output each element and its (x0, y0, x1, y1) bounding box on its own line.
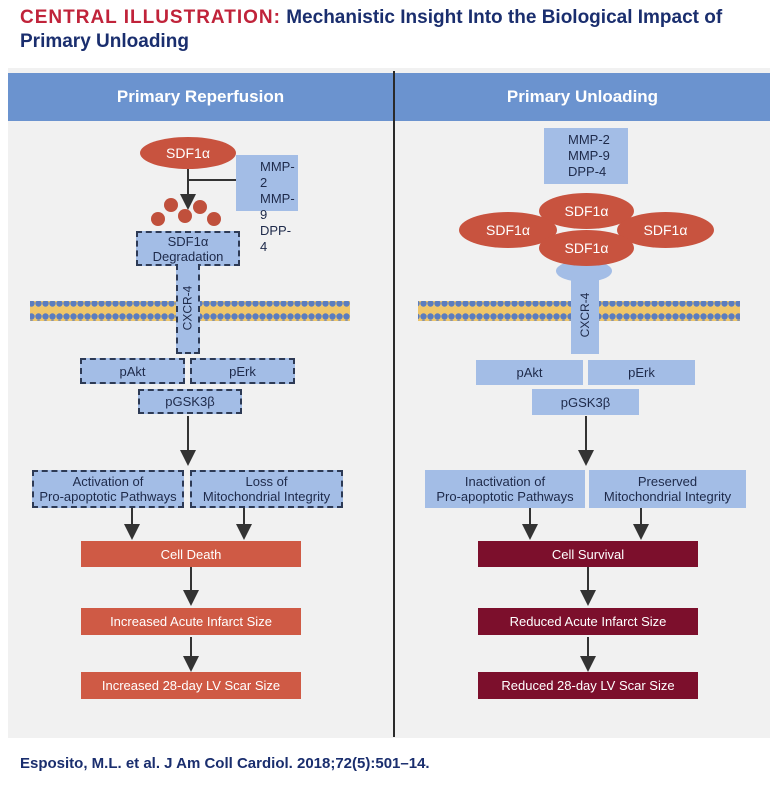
right-perk: pErk (588, 360, 695, 385)
sdf1a-fragment (193, 200, 207, 214)
degradation-line-2: Degradation (152, 248, 224, 264)
pathway-line-2: Pro-apoptotic Pathways (39, 489, 177, 504)
pathway-line-2: Pro-apoptotic Pathways (436, 489, 574, 504)
left-outcome-cell-death: Cell Death (81, 541, 301, 567)
right-outcome-infarct-size: Reduced Acute Infarct Size (478, 608, 698, 635)
mmp-label: MMP-9 (568, 148, 610, 163)
right-pathway-apoptotic: Inactivation of Pro-apoptotic Pathways (425, 470, 585, 508)
right-pakt: pAkt (476, 360, 583, 385)
pathway-line-1: Preserved (637, 474, 698, 489)
header-title: Mechanistic Insight Into the Biological … (20, 7, 723, 52)
sdf1a-fragment (151, 212, 165, 226)
left-outcome-infarct-size: Increased Acute Infarct Size (81, 608, 301, 635)
right-outcome-cell-survival: Cell Survival (478, 541, 698, 567)
degradation-line-1: SDF1α (167, 233, 209, 249)
column-divider (393, 71, 395, 737)
mmp-label: MMP-2 (260, 159, 295, 190)
left-sdf1a-ligand: SDF1α (140, 137, 236, 169)
left-column-header: Primary Reperfusion (8, 73, 393, 121)
right-pathway-mitochondrial: Preserved Mitochondrial Integrity (589, 470, 746, 508)
left-perk: pErk (190, 358, 295, 384)
left-mmp-box: MMP-2 MMP-9 DPP-4 (236, 155, 298, 254)
left-pathway-mitochondrial: Loss of Mitochondrial Integrity (190, 470, 343, 508)
right-column-header: Primary Unloading (395, 73, 770, 121)
pathway-line-1: Activation of (72, 474, 144, 489)
pathway-line-1: Inactivation of (464, 474, 546, 489)
header-text: CENTRAL ILLUSTRATION: Mechanistic Insigh… (20, 6, 770, 54)
left-cxcr4-label: CXCR-4 (180, 285, 195, 331)
left-pgsk3b: pGSK3β (138, 389, 242, 414)
right-sdf1a-center: SDF1α (539, 230, 634, 266)
right-mmp-box: MMP-2 MMP-9 DPP-4 (544, 128, 628, 184)
mmp-label: MMP-2 (568, 132, 610, 147)
sdf1a-fragment (207, 212, 221, 226)
left-pathway-apoptotic: Activation of Pro-apoptotic Pathways (32, 470, 184, 508)
left-outcome-scar-size: Increased 28-day LV Scar Size (81, 672, 301, 699)
pathway-line-2: Mitochondrial Integrity (202, 489, 331, 504)
left-sdf1a-degradation: SDF1α Degradation (136, 231, 240, 266)
right-sdf1a-top: SDF1α (539, 193, 634, 229)
header-label: CENTRAL ILLUSTRATION: (20, 7, 281, 28)
mmp-label: DPP-4 (568, 164, 607, 179)
right-cxcr4-receptor: CXCR-4 (571, 276, 599, 354)
pathway-line-1: Loss of (245, 474, 288, 489)
right-sdf1a-right: SDF1α (617, 212, 714, 248)
mmp-label: MMP-9 (260, 191, 295, 222)
right-sdf1a-left: SDF1α (459, 212, 557, 248)
pathway-line-2: Mitochondrial Integrity (603, 489, 732, 504)
sdf1a-fragment (178, 209, 192, 223)
right-pgsk3b: pGSK3β (532, 389, 639, 415)
left-pakt: pAkt (80, 358, 185, 384)
left-cxcr4-receptor: CXCR-4 (176, 264, 200, 354)
right-outcome-scar-size: Reduced 28-day LV Scar Size (478, 672, 698, 699)
figure-header: CENTRAL ILLUSTRATION: Mechanistic Insigh… (0, 0, 778, 58)
right-cxcr4-label: CXCR-4 (578, 292, 592, 338)
sdf1a-fragment (164, 198, 178, 212)
citation: Esposito, M.L. et al. J Am Coll Cardiol.… (20, 755, 430, 772)
mmp-label: DPP-4 (260, 223, 292, 254)
